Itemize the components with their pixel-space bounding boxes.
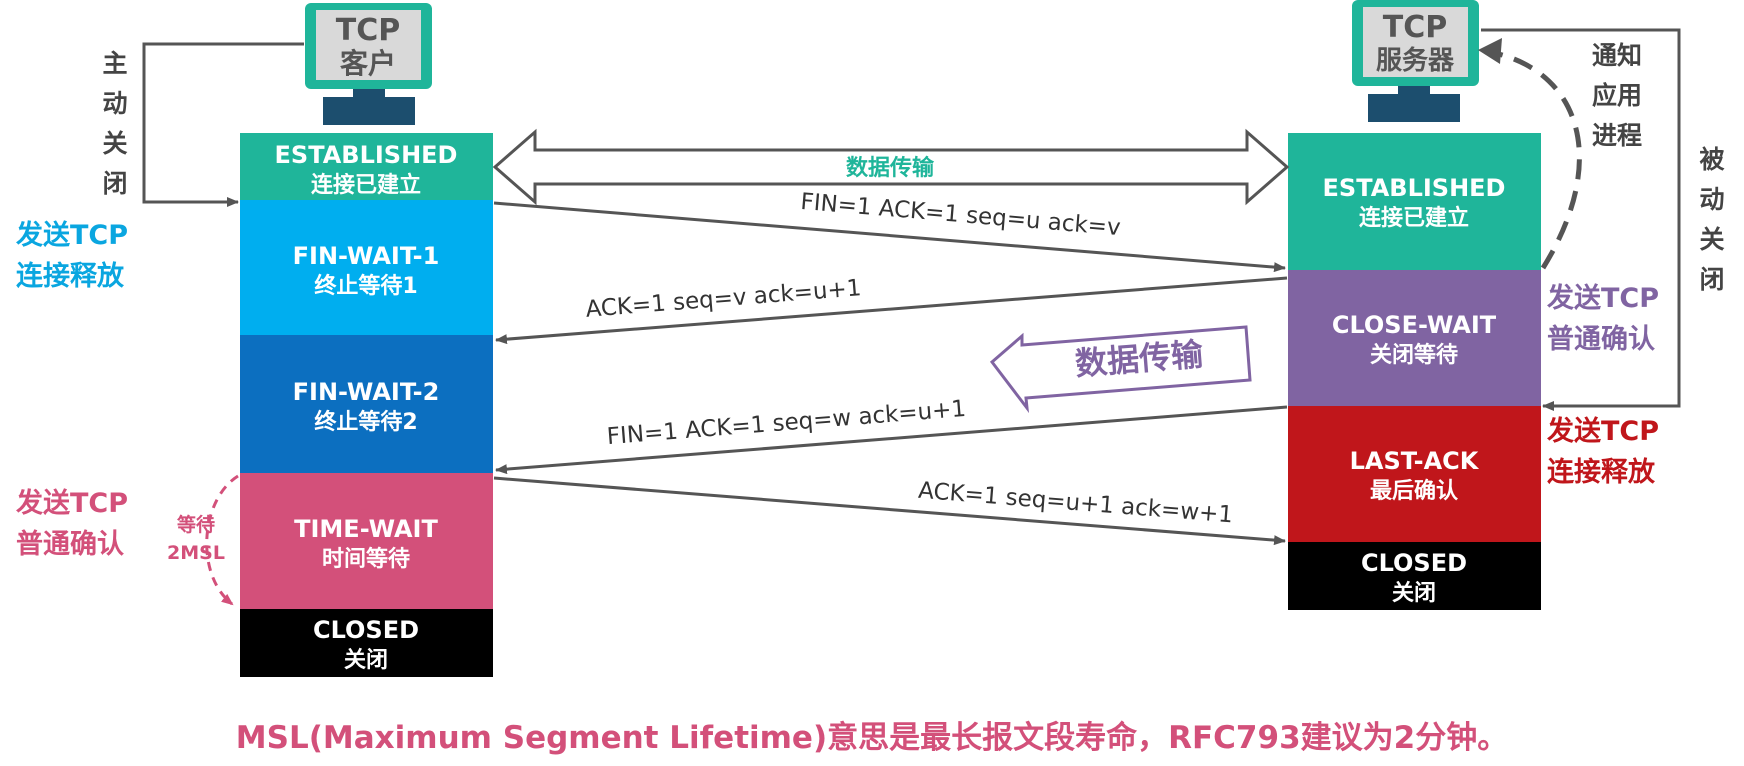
server-state-last-ack-name: LAST-ACK — [1350, 447, 1480, 475]
client-state-fin-wait-1: FIN-WAIT-1 终止等待1 — [240, 200, 493, 335]
server-send-ack-line1: 发送TCP — [1546, 282, 1659, 314]
client-action-char-4: 闭 — [102, 169, 127, 198]
server-notify-line3: 进程 — [1592, 121, 1642, 150]
server-send-fin-line2: 连接释放 — [1547, 456, 1656, 488]
client-action-char-2: 动 — [102, 89, 127, 118]
client-state-closed: CLOSED 关闭 — [240, 609, 493, 677]
client-state-closed-desc: 关闭 — [344, 648, 388, 673]
server-action-char-1: 被 — [1699, 145, 1724, 174]
server-notify-line1: 通知 — [1592, 41, 1642, 70]
data-transfer-double-arrow: 数据传输 — [492, 128, 1290, 206]
client-active-close-bracket: 主 动 关 闭 — [102, 42, 304, 207]
client-state-fin-wait-1-desc: 终止等待1 — [314, 273, 417, 299]
server-passive-close-bracket: 被 动 关 闭 — [1481, 28, 1725, 411]
client-state-established: ESTABLISHED 连接已建立 — [240, 133, 493, 200]
server-state-close-wait: CLOSE-WAIT 关闭等待 — [1288, 270, 1541, 406]
half-close-data-transfer-arrow: 数据传输 — [989, 325, 1252, 414]
server-state-closed: CLOSED 关闭 — [1288, 542, 1541, 610]
server-state-established-name: ESTABLISHED — [1323, 174, 1506, 202]
wait-label-line2: 2MSL — [167, 542, 225, 564]
server-state-established: ESTABLISHED 连接已建立 — [1288, 133, 1541, 270]
client-label-line2: 客户 — [340, 47, 396, 80]
server-action-char-4: 闭 — [1699, 265, 1724, 294]
message-arrow-fin-client — [493, 201, 1286, 273]
time-wait-2msl-arrow: 等待 2MSL — [167, 474, 239, 606]
message-label-fin-server: FIN=1 ACK=1 seq=w ack=u+1 — [606, 396, 967, 450]
client-state-fin-wait-2-desc: 终止等待2 — [314, 409, 417, 435]
client-send-fin-line1: 发送TCP — [15, 219, 128, 251]
data-transfer-label: 数据传输 — [846, 155, 935, 181]
client-state-fin-wait-1-name: FIN-WAIT-1 — [293, 242, 440, 270]
server-state-close-wait-desc: 关闭等待 — [1370, 342, 1458, 368]
msl-footnote: MSL(Maximum Segment Lifetime)意思是最长报文段寿命，… — [236, 720, 1508, 756]
message-arrow-ack-client — [493, 476, 1286, 546]
server-state-last-ack: LAST-ACK 最后确认 — [1288, 406, 1541, 542]
server-state-last-ack-desc: 最后确认 — [1370, 478, 1458, 504]
server-label-line2: 服务器 — [1376, 46, 1455, 76]
server-label-line1: TCP — [1383, 10, 1447, 45]
client-state-established-name: ESTABLISHED — [275, 141, 458, 169]
message-label-ack-client: ACK=1 seq=u+1 ack=w+1 — [917, 478, 1234, 529]
server-computer-icon: TCP 服务器 — [1352, 0, 1479, 122]
client-state-time-wait-name: TIME-WAIT — [294, 515, 438, 543]
server-state-close-wait-name: CLOSE-WAIT — [1332, 311, 1497, 339]
client-send-ack-line2: 普通确认 — [16, 528, 124, 560]
client-state-closed-name: CLOSED — [313, 616, 419, 644]
client-state-time-wait: TIME-WAIT 时间等待 — [240, 473, 493, 609]
server-notify-app-arrow: 通知 应用 进程 — [1478, 38, 1642, 270]
client-state-fin-wait-2: FIN-WAIT-2 终止等待2 — [240, 335, 493, 473]
client-computer-icon: TCP 客户 — [305, 3, 432, 125]
server-action-char-3: 关 — [1699, 225, 1724, 254]
server-state-established-desc: 连接已建立 — [1359, 205, 1469, 231]
client-state-established-desc: 连接已建立 — [311, 172, 421, 198]
client-state-time-wait-desc: 时间等待 — [322, 546, 410, 572]
server-send-ack-line2: 普通确认 — [1547, 323, 1655, 355]
client-action-char-3: 关 — [102, 129, 127, 158]
server-state-closed-desc: 关闭 — [1392, 581, 1436, 606]
server-state-column: ESTABLISHED 连接已建立 CLOSE-WAIT 关闭等待 LAST-A… — [1288, 133, 1541, 610]
server-state-closed-name: CLOSED — [1361, 549, 1467, 577]
client-label-line1: TCP — [336, 13, 400, 48]
message-arrow-ack-server — [495, 276, 1288, 345]
client-send-fin-line2: 连接释放 — [16, 260, 125, 292]
server-notify-line2: 应用 — [1592, 81, 1642, 110]
client-state-fin-wait-2-name: FIN-WAIT-2 — [293, 378, 440, 406]
server-action-char-2: 动 — [1699, 185, 1724, 214]
server-send-fin-line1: 发送TCP — [1546, 415, 1659, 447]
client-action-char-1: 主 — [102, 49, 127, 78]
client-send-ack-line1: 发送TCP — [15, 487, 128, 519]
message-arrow-fin-server — [495, 405, 1288, 475]
wait-label-line1: 等待 — [176, 513, 215, 536]
client-state-column: ESTABLISHED 连接已建立 FIN-WAIT-1 终止等待1 FIN-W… — [240, 133, 493, 677]
